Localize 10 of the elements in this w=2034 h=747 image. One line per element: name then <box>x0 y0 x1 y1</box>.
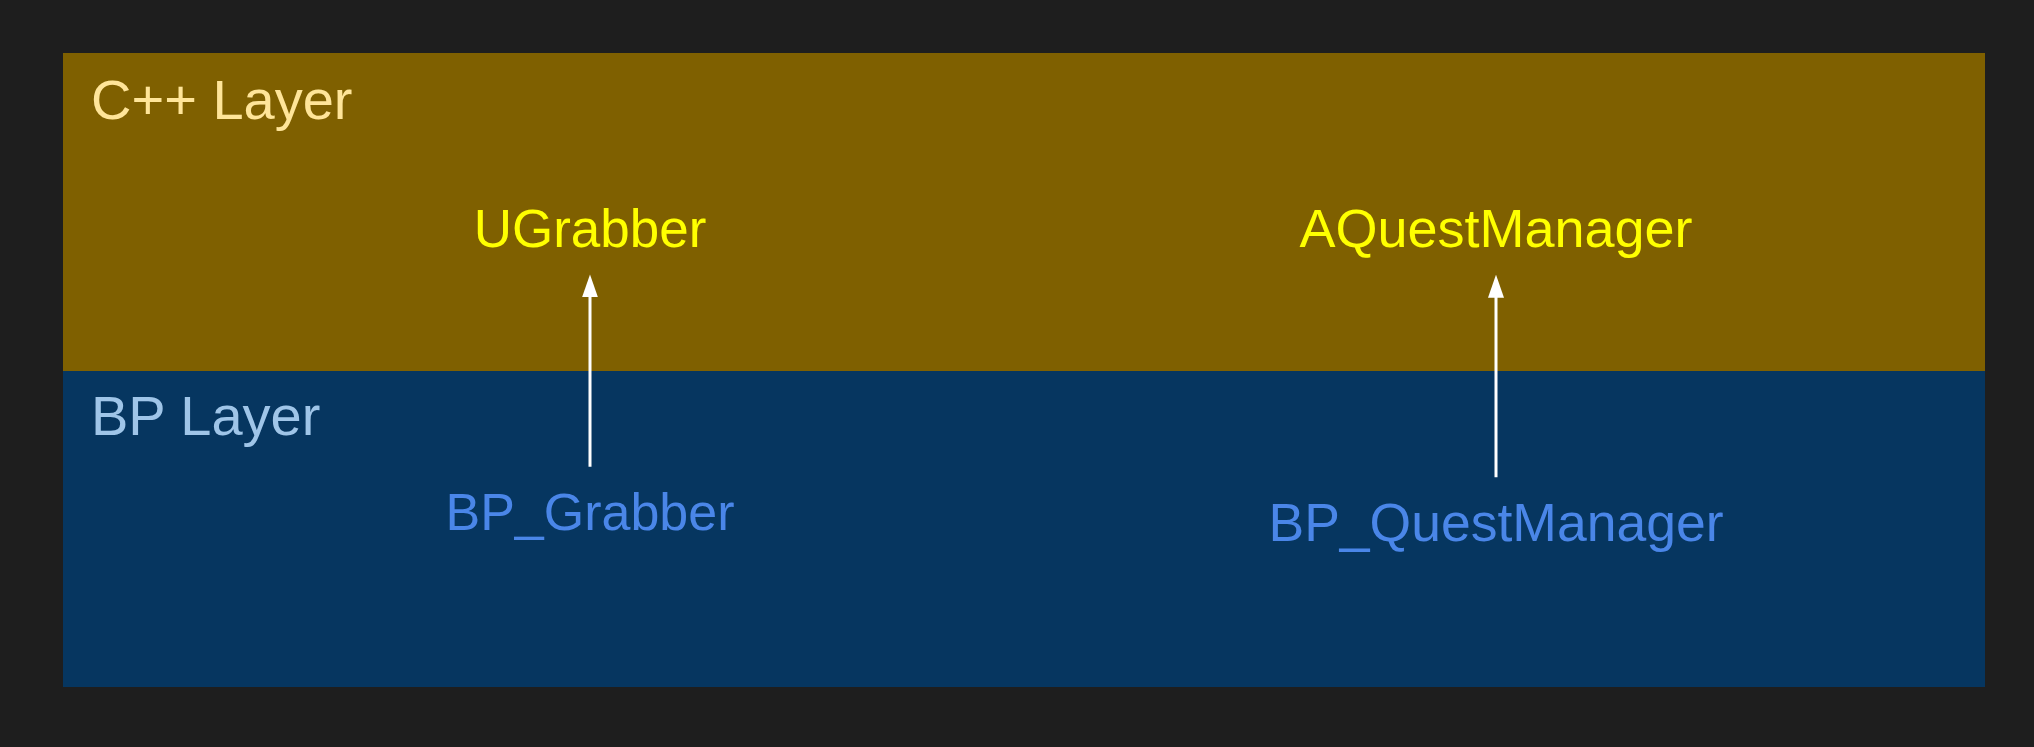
class-name: AQuestManager <box>1299 195 1693 261</box>
class-name: UGrabber <box>473 196 707 261</box>
class-name: BP_QuestManager <box>1268 491 1724 556</box>
class-name: BP_Grabber <box>445 480 735 544</box>
layer-title: BP Layer <box>91 383 321 449</box>
layer-band <box>63 371 1985 687</box>
arrow <box>582 274 598 467</box>
layer-title: C++ Layer <box>91 67 353 133</box>
arrow <box>1488 274 1504 478</box>
layer-band <box>63 53 1985 371</box>
